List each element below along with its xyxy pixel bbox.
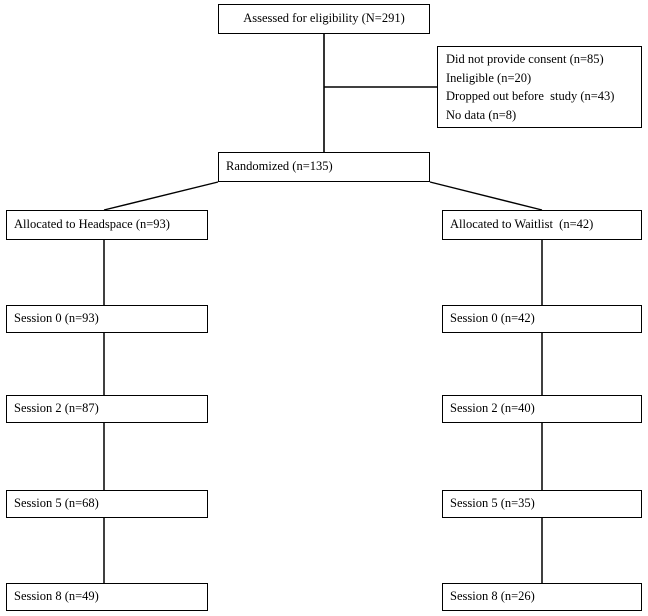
node-label: Session 8 (n=26)	[450, 589, 535, 604]
node-left-session-2: Session 2 (n=87)	[6, 395, 208, 423]
node-right-session-2: Session 2 (n=40)	[442, 395, 642, 423]
node-randomized: Randomized (n=135)	[218, 152, 430, 182]
node-right-session-0: Session 0 (n=42)	[442, 305, 642, 333]
node-right-session-5: Session 5 (n=35)	[442, 490, 642, 518]
exclusion-reason: Ineligible (n=20)	[446, 70, 532, 85]
exclusion-reason: No data (n=8)	[446, 107, 517, 122]
node-label: Allocated to Headspace (n=93)	[14, 217, 170, 232]
node-label: Session 5 (n=35)	[450, 496, 535, 511]
node-allocated-waitlist: Allocated to Waitlist (n=42)	[442, 210, 642, 240]
node-label: Session 0 (n=42)	[450, 311, 535, 326]
node-label: Session 2 (n=87)	[14, 401, 99, 416]
node-label: Session 8 (n=49)	[14, 589, 99, 604]
node-label: Session 0 (n=93)	[14, 311, 99, 326]
node-label: Assessed for eligibility (N=291)	[243, 11, 405, 26]
node-right-session-8: Session 8 (n=26)	[442, 583, 642, 611]
node-label: Randomized (n=135)	[226, 159, 333, 174]
node-allocated-headspace: Allocated to Headspace (n=93)	[6, 210, 208, 240]
node-label: Session 5 (n=68)	[14, 496, 99, 511]
node-left-session-5: Session 5 (n=68)	[6, 490, 208, 518]
node-assessed-for-eligibility: Assessed for eligibility (N=291)	[218, 4, 430, 34]
connector-randomized-to-allocated-right	[429, 181, 543, 211]
connector-randomized-to-allocated-left	[103, 181, 219, 211]
node-left-session-8: Session 8 (n=49)	[6, 583, 208, 611]
node-label: Allocated to Waitlist (n=42)	[450, 217, 594, 232]
exclusion-reason: Dropped out before study (n=43)	[446, 89, 615, 103]
node-left-session-0: Session 0 (n=93)	[6, 305, 208, 333]
exclusion-reason: Did not provide consent (n=85)	[446, 52, 604, 66]
node-label: Session 2 (n=40)	[450, 401, 535, 416]
node-exclusions: Did not provide consent (n=85) Ineligibl…	[437, 46, 642, 128]
